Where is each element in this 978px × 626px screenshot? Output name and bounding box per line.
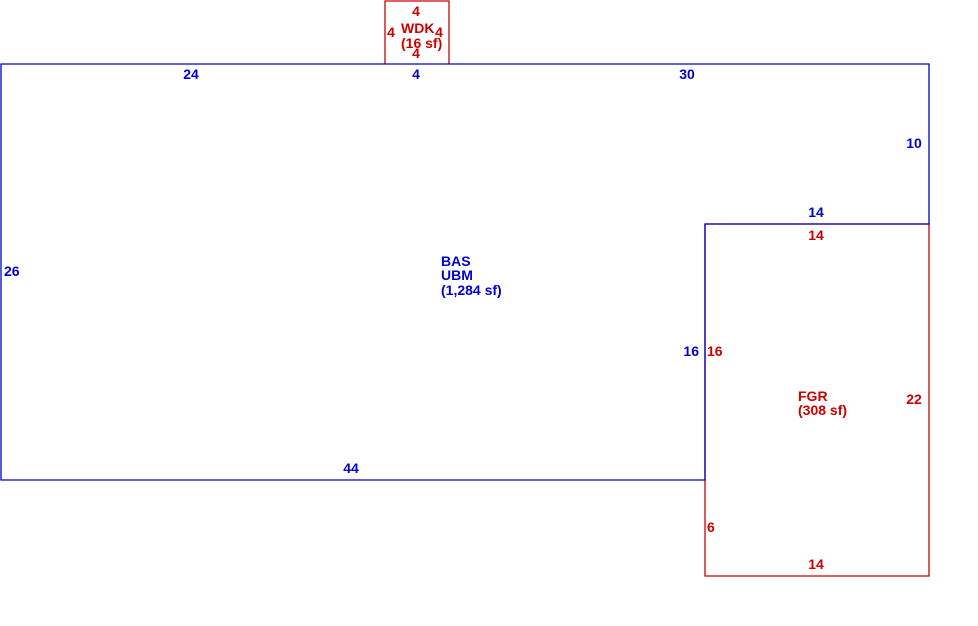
bas-dim-left: 26 — [4, 263, 20, 279]
bas-dim-bottom: 44 — [343, 460, 359, 476]
wdk-outline — [384, 0, 450, 64]
fgr-dim-right: 22 — [906, 391, 922, 407]
bas-dim-right-upper: 10 — [906, 135, 922, 151]
bas-dim-top-right: 30 — [679, 66, 695, 82]
wdk-dim-top: 4 — [412, 3, 420, 19]
fgr-dim-bottom: 14 — [808, 556, 824, 572]
wdk-code: WDK — [401, 20, 434, 36]
wdk-dim-right: 4 — [435, 24, 443, 40]
fgr-code: FGR — [798, 388, 828, 404]
wdk-area: (16 sf) — [401, 35, 442, 51]
fgr-dim-left-upper: 16 — [707, 343, 723, 359]
fgr-area: (308 sf) — [798, 402, 847, 418]
bas-dim-inner-left: 16 — [683, 343, 699, 359]
bas-subcode: UBM — [441, 267, 473, 283]
bas-code: BAS — [441, 253, 471, 269]
bas-area: (1,284 sf) — [441, 282, 502, 298]
bas-outline — [0, 63, 930, 481]
wdk-dim-bottom: 4 — [412, 45, 420, 61]
fgr-dim-left-lower: 6 — [707, 519, 715, 535]
bas-dim-top-left: 24 — [183, 66, 199, 82]
bas-dim-top-middle: 4 — [412, 66, 420, 82]
bas-dim-inner-top: 14 — [808, 204, 824, 220]
wdk-dim-left: 4 — [387, 24, 395, 40]
fgr-dim-top: 14 — [808, 227, 824, 243]
